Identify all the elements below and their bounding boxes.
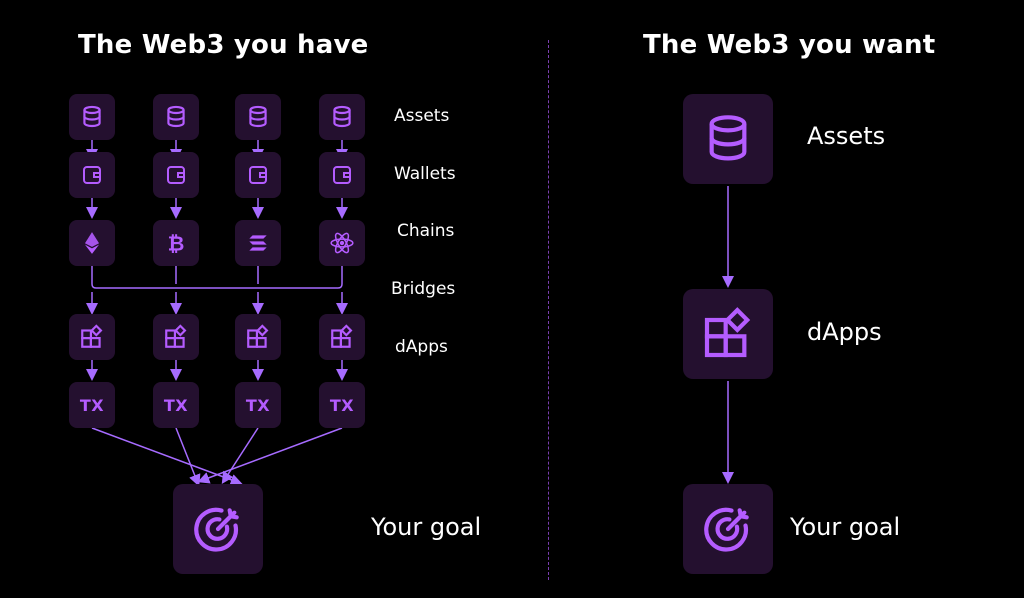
wallet-icon [83,166,101,184]
right-asset-tile [683,94,773,184]
right-dapp-tile [683,289,773,379]
target-icon [704,507,749,552]
database-icon [167,105,185,128]
left-goal-label: Your goal [371,513,482,541]
wallet-tile [319,152,365,198]
wallet-tile [153,152,199,198]
right-label-dapps: dApps [807,318,882,346]
solana-icon [249,235,267,251]
tx-label: TX [163,395,189,415]
tx-label: TX [79,395,105,415]
dapps-icon [331,324,353,348]
wallet-icon [333,166,351,184]
dapps-icon [165,324,187,348]
tx-tile: TX [235,382,281,428]
wallet-tile [69,152,115,198]
dapp-tile [319,314,365,360]
dapps-icon [247,324,269,348]
goal-tile [173,484,263,574]
bitcoin-icon: ₿ [168,232,185,256]
tx-label: TX [245,395,271,415]
database-icon [249,105,267,128]
divider [548,40,549,580]
dapps-icon [704,307,751,358]
asset-tile [235,94,281,140]
row-label-chains: Chains [397,221,455,241]
wallet-icon [249,166,267,184]
wallet-tile [235,152,281,198]
asset-tile [319,94,365,140]
chain-tile [319,220,365,266]
row-label-assets: Assets [394,106,450,126]
svg-text:₿: ₿ [168,232,185,256]
right-label-assets: Assets [807,122,886,150]
chain-tile [235,220,281,266]
cosmos-icon [330,232,354,254]
row-label-bridges: Bridges [391,279,456,299]
tx-tile: TX [319,382,365,428]
target-icon [194,507,239,552]
asset-tile [69,94,115,140]
tx-tile: TX [153,382,199,428]
row-label-dapps: dApps [395,337,448,357]
row-label-wallets: Wallets [394,164,456,184]
database-icon [83,105,101,128]
chain-tile [69,220,115,266]
dapps-icon [81,324,103,348]
dapp-tile [69,314,115,360]
database-icon [333,105,351,128]
asset-tile [153,94,199,140]
dapp-tile [235,314,281,360]
database-icon [709,115,747,161]
tx-label: TX [329,395,355,415]
tx-tile: TX [69,382,115,428]
wallet-icon [167,166,185,184]
ethereum-icon [84,232,100,254]
left-title: The Web3 you have [78,30,369,60]
right-title: The Web3 you want [643,30,936,60]
right-goal-tile [683,484,773,574]
dapp-tile [153,314,199,360]
right-goal-label: Your goal [790,513,901,541]
chain-tile: ₿ [153,220,199,266]
